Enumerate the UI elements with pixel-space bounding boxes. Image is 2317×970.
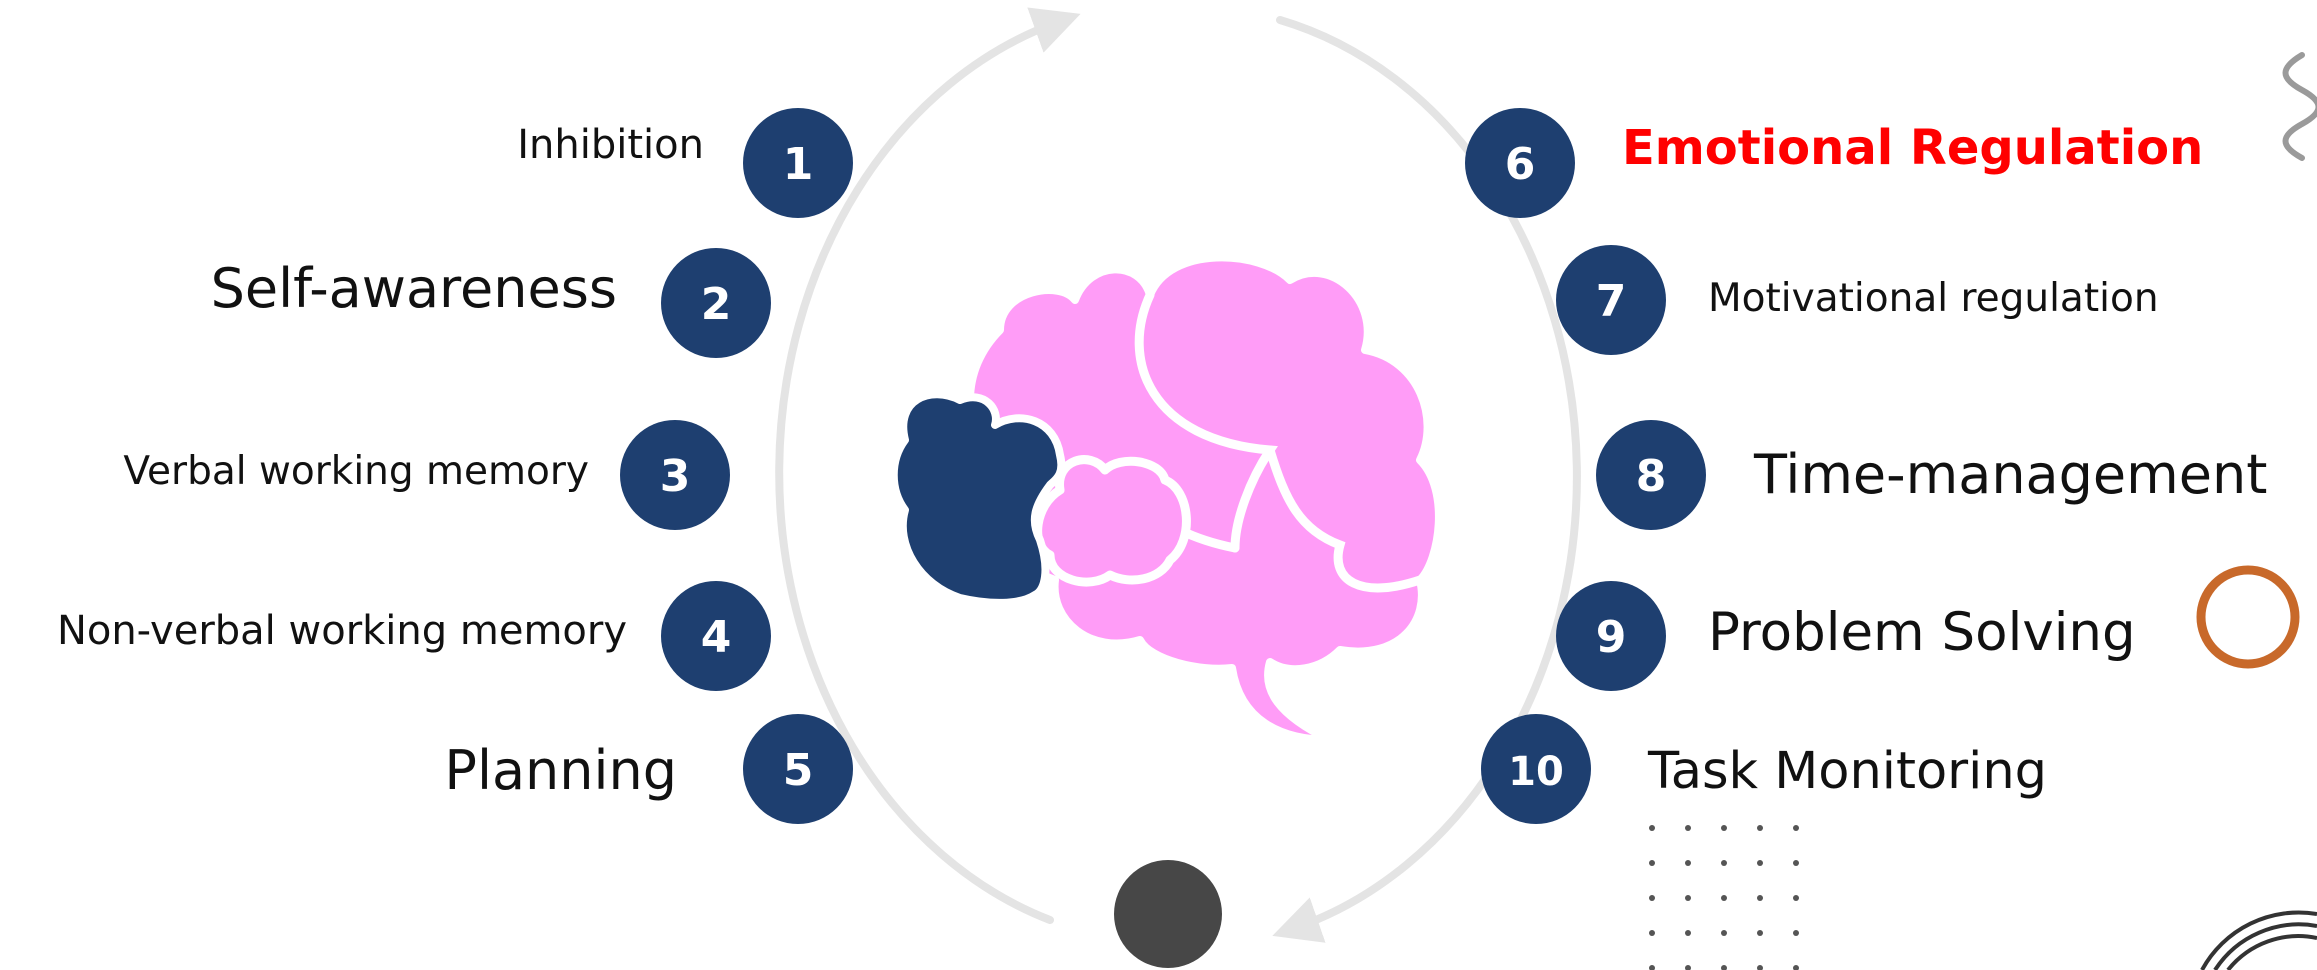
dot — [1721, 895, 1727, 901]
badge-9: 9 — [1556, 581, 1666, 691]
dot — [1793, 895, 1799, 901]
badge-5: 5 — [743, 714, 853, 824]
label-self-awareness: Self-awareness — [211, 262, 617, 316]
dot — [1649, 895, 1655, 901]
ring-icon — [2201, 570, 2295, 664]
badge-number: 3 — [660, 451, 691, 502]
dot — [1649, 860, 1655, 866]
dot — [1649, 825, 1655, 831]
dot — [1649, 965, 1655, 970]
dot — [1757, 965, 1763, 970]
dot — [1793, 825, 1799, 831]
badge-number: 6 — [1505, 139, 1536, 190]
badge-3: 3 — [620, 420, 730, 530]
label-motivational-regulation: Motivational regulation — [1708, 279, 2159, 318]
badge-number: 7 — [1596, 276, 1627, 327]
dot — [1757, 930, 1763, 936]
label-time-management: Time-management — [1754, 448, 2267, 502]
dot — [1793, 965, 1799, 970]
badge-8: 8 — [1596, 420, 1706, 530]
dot — [1685, 965, 1691, 970]
badge-number: 5 — [783, 745, 814, 796]
dot — [1721, 930, 1727, 936]
label-non-verbal-working-memory: Non-verbal working memory — [57, 611, 627, 651]
badge-number: 1 — [783, 139, 814, 190]
badge-4: 4 — [661, 581, 771, 691]
dot — [1649, 930, 1655, 936]
brain-icon — [894, 257, 1439, 740]
badge-2: 2 — [661, 248, 771, 358]
dot — [1685, 860, 1691, 866]
dot — [1757, 895, 1763, 901]
center-dot-icon — [1114, 860, 1222, 968]
label-planning: Planning — [444, 744, 677, 798]
badge-number: 10 — [1508, 749, 1564, 795]
dot — [1685, 825, 1691, 831]
badge-number: 8 — [1636, 451, 1667, 502]
dot — [1757, 825, 1763, 831]
label-emotional-regulation: Emotional Regulation — [1622, 124, 2203, 172]
dot — [1721, 860, 1727, 866]
label-problem-solving: Problem Solving — [1708, 606, 2136, 659]
dot — [1685, 895, 1691, 901]
label-task-monitoring: Task Monitoring — [1648, 746, 2047, 797]
circle-arcs-icon — [2202, 912, 2317, 970]
dot — [1757, 860, 1763, 866]
badge-6: 6 — [1465, 108, 1575, 218]
badge-number: 4 — [701, 612, 732, 663]
dot — [1721, 825, 1727, 831]
squiggle-icon — [2286, 55, 2317, 158]
badge-7: 7 — [1556, 245, 1666, 355]
label-inhibition: Inhibition — [517, 125, 704, 165]
brain-navy-lobe — [894, 394, 1062, 603]
label-verbal-working-memory: Verbal working memory — [123, 452, 589, 491]
dot — [1793, 930, 1799, 936]
dot — [1721, 965, 1727, 970]
badge-number: 9 — [1596, 612, 1627, 663]
dot — [1793, 860, 1799, 866]
badge-number: 2 — [701, 279, 732, 330]
dot-grid-icon — [1649, 825, 1799, 970]
badge-1: 1 — [743, 108, 853, 218]
dot — [1685, 930, 1691, 936]
badge-10: 10 — [1481, 714, 1591, 824]
